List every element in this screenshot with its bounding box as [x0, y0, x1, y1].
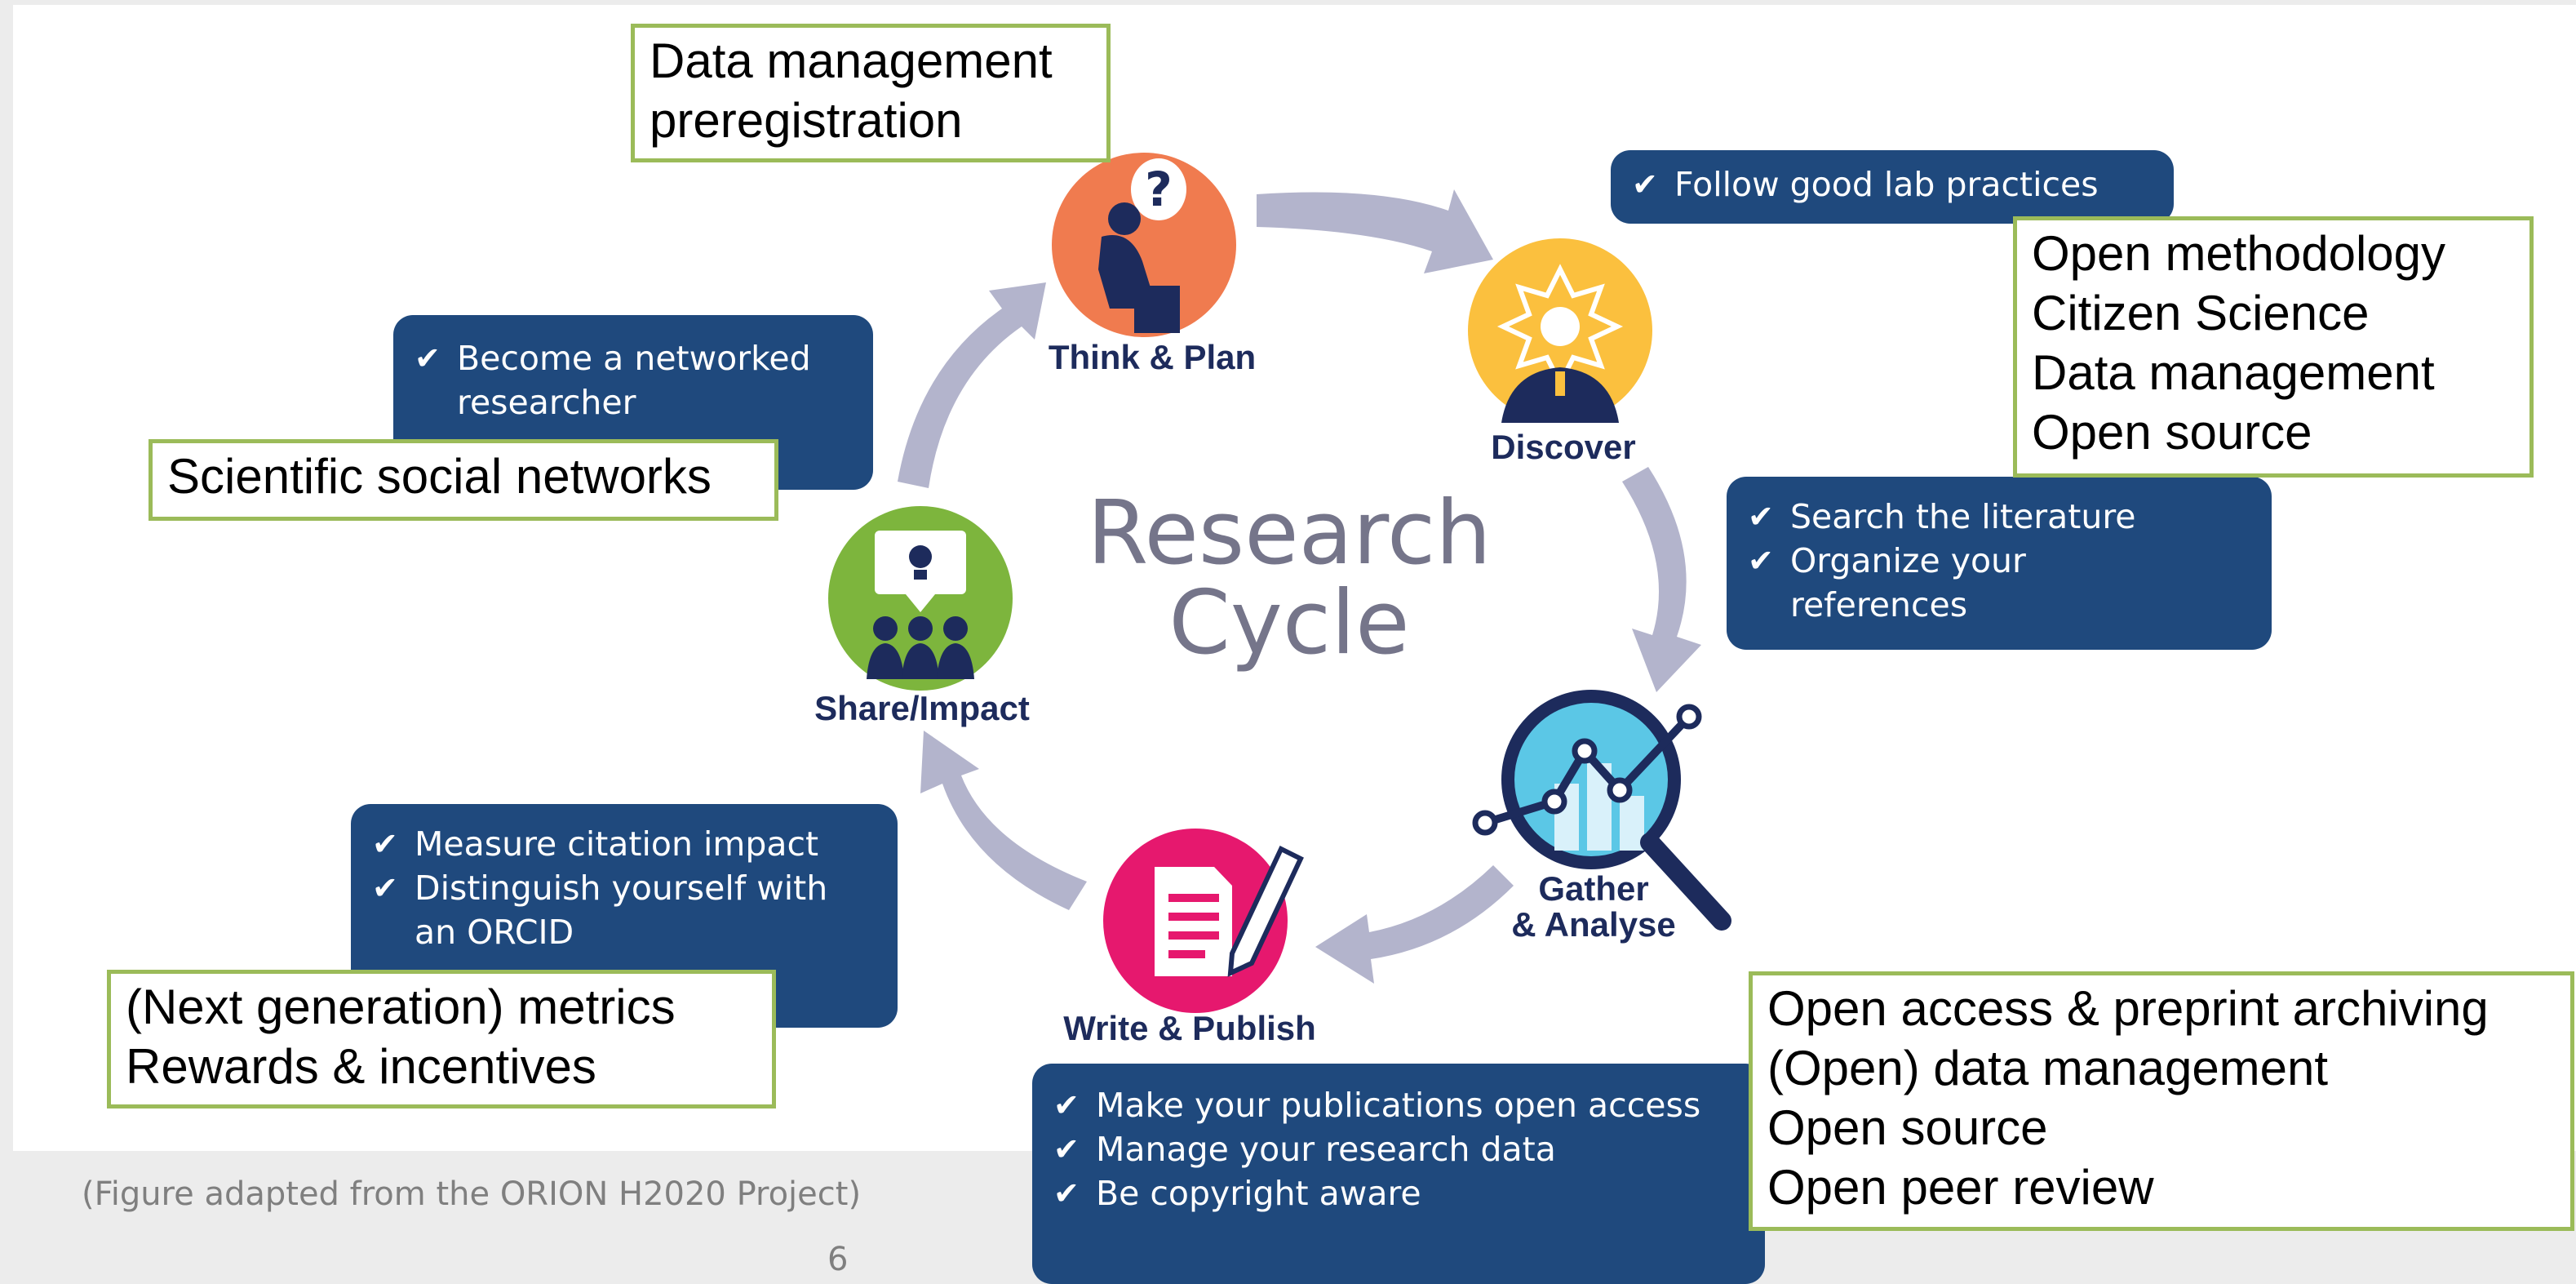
share-impact-label: Share/Impact — [814, 689, 1030, 727]
open-science-item: (Open) data management — [1767, 1041, 2329, 1095]
open-science-box-right: Open methodology Citizen Science Data ma… — [2013, 216, 2534, 478]
gather-analyse-stage — [1472, 690, 1731, 931]
cycle-arrows — [898, 189, 1701, 984]
open-science-box-bottom-left: (Next generation) metrics Rewards & ince… — [107, 970, 776, 1109]
lightbulb-person-icon — [1496, 264, 1624, 423]
thinker-icon: ? — [1098, 158, 1186, 333]
open-science-item: Open peer review — [1767, 1160, 2154, 1215]
checkmark-icon: ✔ — [1632, 167, 1658, 202]
open-science-item: (Next generation) metrics — [126, 980, 676, 1034]
open-science-item: Open source — [1767, 1100, 2048, 1155]
open-science-box-top: Data management preregistration — [631, 24, 1111, 162]
practice-item-continuation: an ORCID — [415, 913, 574, 952]
center-title-line1: Research — [1087, 482, 1491, 584]
open-science-item: Rewards & incentives — [126, 1039, 596, 1094]
practice-item: ✔Search the literature — [1727, 495, 2272, 539]
open-science-box-left: Scientific social networks — [149, 439, 778, 521]
checkmark-icon: ✔ — [415, 340, 441, 376]
arrow-discover-to-gather — [1622, 467, 1701, 692]
practice-item: ✔Measure citation impact — [351, 822, 898, 866]
write-publish-label: Write & Publish — [1063, 1009, 1316, 1047]
svg-text:?: ? — [1145, 162, 1173, 217]
document-pen-icon — [1155, 845, 1304, 977]
checkmark-icon: ✔ — [1053, 1131, 1080, 1167]
arrow-think-to-discover — [1257, 189, 1493, 273]
presentation-audience-icon — [867, 531, 974, 679]
checkmark-icon: ✔ — [1053, 1087, 1080, 1123]
open-science-item: Data management — [2032, 345, 2435, 400]
checkmark-icon: ✔ — [1053, 1175, 1080, 1211]
page-number: 6 — [827, 1241, 849, 1278]
practice-item: ✔Follow good lab practices — [1611, 162, 2174, 207]
magnifier-handle — [1640, 833, 1731, 931]
arrow-gather-to-write — [1315, 865, 1514, 984]
open-science-box-bottom-right: Open access & preprint archiving (Open) … — [1749, 971, 2574, 1231]
think-plan-stage: ? — [1052, 153, 1236, 337]
practice-item: ✔Manage your research data — [1032, 1127, 1765, 1171]
practice-item-continuation: researcher — [457, 383, 636, 422]
open-science-item: Data management — [650, 33, 1053, 88]
practice-item: ✔Become a networked — [393, 336, 873, 380]
write-publish-stage — [1103, 829, 1304, 1013]
practice-box-right: ✔Search the literature ✔Organize your re… — [1727, 477, 2272, 650]
checkmark-icon: ✔ — [372, 826, 398, 862]
center-title-line2: Cycle — [1168, 572, 1409, 674]
arrow-write-to-share — [920, 731, 1087, 910]
arrow-share-to-think — [898, 282, 1046, 488]
think-plan-label: Think & Plan — [1049, 338, 1256, 376]
think-plan-circle — [1052, 153, 1236, 337]
open-science-item: Scientific social networks — [167, 449, 712, 504]
discover-stage — [1468, 238, 1652, 423]
gather-label-line2: & Analyse — [1511, 905, 1676, 944]
open-science-item: preregistration — [650, 93, 963, 148]
checkmark-icon: ✔ — [1748, 499, 1774, 535]
open-science-item: Citizen Science — [2032, 286, 2370, 340]
share-impact-stage — [828, 506, 1013, 691]
practice-item: ✔Make your publications open access — [1032, 1083, 1765, 1127]
practice-box-top-right: ✔Follow good lab practices — [1611, 150, 2174, 224]
checkmark-icon: ✔ — [1748, 543, 1774, 579]
practice-item: ✔Organize your — [1727, 539, 2272, 583]
discover-label: Discover — [1491, 428, 1635, 466]
open-science-item: Open source — [2032, 405, 2312, 460]
gather-label-line1: Gather — [1538, 869, 1648, 908]
practice-item-continuation: references — [1790, 585, 1968, 624]
practice-item: ✔Be copyright aware — [1032, 1171, 1765, 1215]
figure-caption: (Figure adapted from the ORION H2020 Pro… — [82, 1175, 862, 1213]
practice-item: ✔Distinguish yourself with — [351, 866, 898, 910]
open-science-item: Open methodology — [2032, 226, 2446, 281]
practice-box-bottom: ✔Make your publications open access ✔Man… — [1032, 1064, 1765, 1284]
checkmark-icon: ✔ — [372, 870, 398, 906]
open-science-item: Open access & preprint archiving — [1767, 981, 2489, 1036]
